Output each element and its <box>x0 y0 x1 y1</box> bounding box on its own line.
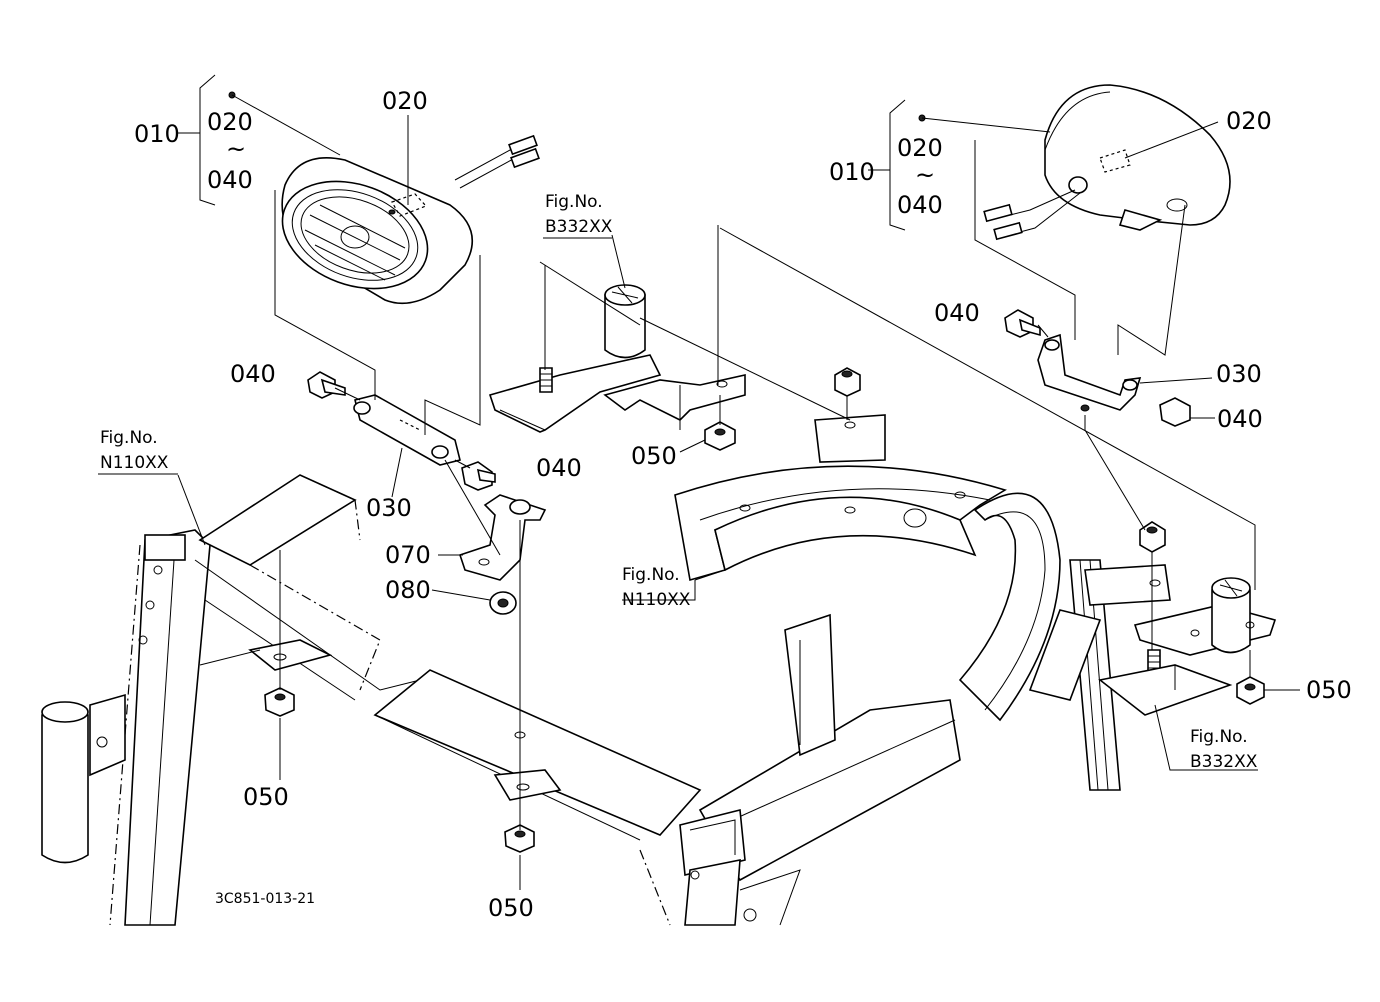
label-right-010: 010 <box>829 158 875 186</box>
label-right-020: 020 <box>1226 107 1272 135</box>
fig-ref-b332-right-line1: Fig.No. <box>1190 727 1248 747</box>
left-lamp-bracket <box>353 394 461 466</box>
label-050-left: 050 <box>243 783 289 811</box>
diagram-code: 3C851-013-21 <box>215 891 315 907</box>
label-050-bottom: 050 <box>488 894 534 922</box>
label-left-040-a: 040 <box>230 360 276 388</box>
label-left-range-tilde: ~ <box>226 135 246 163</box>
fig-ref-n110-left-line1: Fig.No. <box>100 428 158 448</box>
label-left-range-start: 020 <box>207 108 253 136</box>
fender-mount-plate <box>814 367 886 463</box>
label-right-040-b: 040 <box>1217 405 1263 433</box>
label-right-range-start: 020 <box>897 134 943 162</box>
tractor-frame <box>41 474 961 926</box>
label-left-010: 010 <box>134 120 180 148</box>
fig-ref-n110-left-line2: N110XX <box>100 453 169 473</box>
label-right-040-a: 040 <box>934 299 980 327</box>
label-050-right: 050 <box>1306 676 1352 704</box>
label-right-range-tilde: ~ <box>915 161 935 189</box>
bracket-070 <box>458 494 547 615</box>
fig-ref-b332-top-line2: B332XX <box>545 217 613 237</box>
label-070: 070 <box>385 541 431 569</box>
label-left-range-end: 040 <box>207 166 253 194</box>
label-right-030: 030 <box>1216 360 1262 388</box>
label-050-center: 050 <box>631 442 677 470</box>
fig-ref-b332-top: Fig.No. B332XX <box>543 192 613 239</box>
right-mount-bracket <box>1084 521 1277 716</box>
right-lamp-bracket <box>1037 333 1142 412</box>
assembly-lines <box>177 74 1300 890</box>
fig-ref-b332-top-line1: Fig.No. <box>545 192 603 212</box>
fig-ref-b332-right: Fig.No. B332XX <box>1190 727 1258 772</box>
center-mount-bracket <box>488 284 746 451</box>
left-work-light <box>281 134 540 305</box>
label-left-040-b: 040 <box>536 454 582 482</box>
right-bolts <box>1004 309 1191 427</box>
fender-arc <box>674 465 1121 791</box>
fig-ref-n110-center-line1: Fig.No. <box>622 565 680 585</box>
label-080: 080 <box>385 576 431 604</box>
left-bolts <box>307 371 496 491</box>
fig-ref-n110-left: Fig.No. N110XX <box>98 428 178 475</box>
figure-references: Fig.No. B332XX Fig.No. N110XX Fig.No. N1… <box>98 192 1258 772</box>
part-labels: 010 020 ~ 040 020 040 040 030 070 080 05… <box>134 87 1352 922</box>
label-left-020: 020 <box>382 87 428 115</box>
label-right-range-end: 040 <box>897 191 943 219</box>
fig-ref-n110-center: Fig.No. N110XX <box>622 565 691 610</box>
fig-ref-n110-center-line2: N110XX <box>622 590 691 610</box>
label-left-030: 030 <box>366 494 412 522</box>
right-work-light <box>983 84 1231 241</box>
fig-ref-b332-right-line2: B332XX <box>1190 752 1258 772</box>
